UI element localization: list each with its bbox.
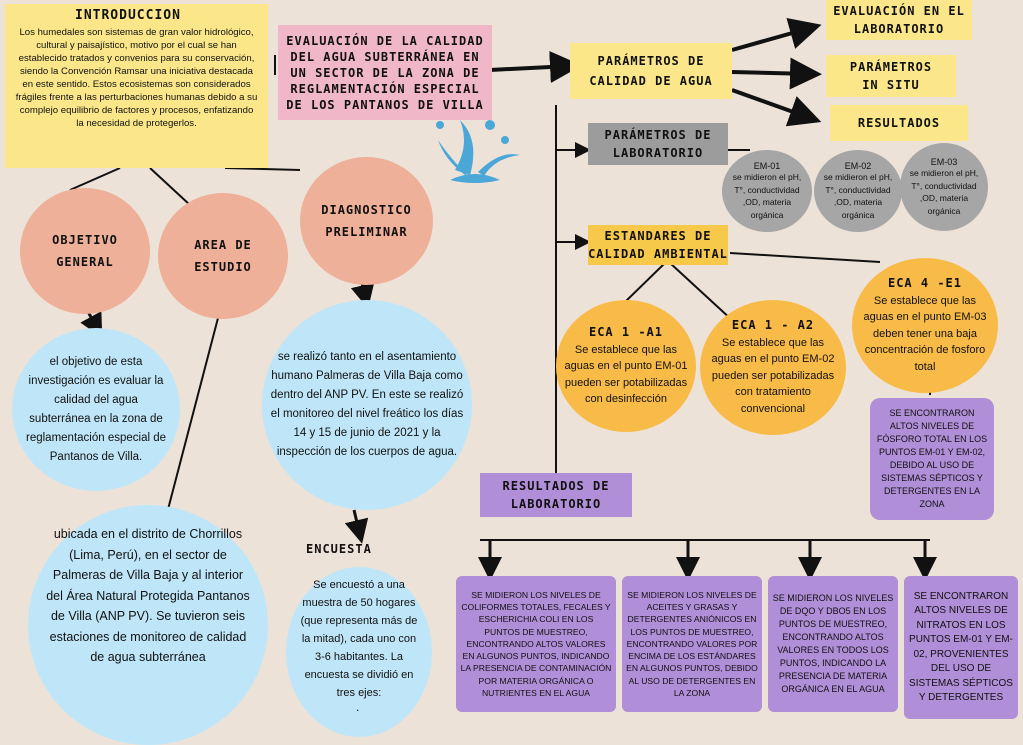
em-03-title: EM-03 — [930, 157, 958, 167]
parametros-in-situ: PARÁMETROS IN SITU — [826, 55, 956, 97]
area-text: ubicada en el distrito de Chorrillos (Li… — [46, 527, 250, 665]
main-title: EVALUACIÓN DE LA CALIDAD DEL AGUA SUBTER… — [278, 25, 492, 120]
encuesta-circle: Se encuestó a una muestra de 50 hogares … — [286, 567, 432, 737]
result-nitratos-text: SE ENCONTRARON ALTOS NIVELES DE NITRATOS… — [909, 590, 1013, 704]
em-01-title: EM-01 — [753, 161, 781, 171]
result-nitratos: SE ENCONTRARON ALTOS NIVELES DE NITRATOS… — [904, 576, 1018, 719]
result-coliformes: SE MIDIERON LOS NIVELES DE COLIFORMES TO… — [456, 576, 616, 712]
result-aceites-text: SE MIDIERON LOS NIVELES DE ACEITES Y GRA… — [626, 590, 758, 698]
water-splash-icon — [436, 120, 520, 183]
evaluacion-laboratorio: EVALUACIÓN EN EL LABORATORIO — [826, 0, 972, 40]
em-02-title: EM-02 — [844, 161, 872, 171]
encuesta-text: Se encuestó a una muestra de 50 hogares … — [300, 579, 418, 699]
eca-1-a1-title: ECA 1 -A1 — [588, 324, 664, 339]
parametros-laboratorio: PARÁMETROS DE LABORATORIO — [588, 123, 728, 165]
result-dqo-text: SE MIDIERON LOS NIVELES DE DQO Y DBO5 EN… — [772, 593, 894, 694]
fosforo-text: SE ENCONTRARON ALTOS NIVELES DE FÓSFORO … — [876, 408, 988, 509]
diagnostico-text: se realizó tanto en el asentamiento huma… — [270, 351, 464, 458]
estandares-calidad: ESTANDARES DE CALIDAD AMBIENTAL — [588, 225, 728, 265]
result-aceites: SE MIDIERON LOS NIVELES DE ACEITES Y GRA… — [622, 576, 762, 712]
fosforo-box: SE ENCONTRARON ALTOS NIVELES DE FÓSFORO … — [870, 398, 994, 520]
eca-4-e1-text: Se establece que las aguas en el punto E… — [863, 294, 987, 373]
resultados-laboratorio: RESULTADOS DE LABORATORIO — [480, 473, 632, 517]
resultados-box: RESULTADOS — [830, 105, 968, 141]
intro-title: INTRODUCCION — [75, 8, 181, 23]
em-02-circle: EM-02 se midieron el pH, T°, conductivid… — [814, 150, 902, 232]
eca-4-e1-title: ECA 4 -E1 — [887, 275, 963, 290]
eca-4-e1-circle: ECA 4 -E1 Se establece que las aguas en … — [852, 258, 998, 393]
area-text-circle: ubicada en el distrito de Chorrillos (Li… — [28, 505, 268, 745]
area-estudio-node: AREA DE ESTUDIO — [158, 193, 288, 319]
objetivo-general-node: OBJETIVO GENERAL — [20, 188, 150, 314]
eca-1-a1-circle: ECA 1 -A1 Se establece que las aguas en … — [556, 300, 696, 432]
diagnostico-text-circle: se realizó tanto en el asentamiento huma… — [262, 300, 472, 510]
eca-1-a2-text: Se establece que las aguas en el punto E… — [711, 336, 835, 415]
parametros-calidad: PARÁMETROS DE CALIDAD DE AGUA — [570, 43, 732, 99]
em-01-text: se midieron el pH, T°, conductividad ,OD… — [732, 172, 802, 220]
encuesta-dot: . — [356, 700, 360, 714]
eca-1-a2-title: ECA 1 - A2 — [731, 317, 815, 332]
objetivo-text: el objetivo de esta investigación es eva… — [26, 355, 167, 463]
em-03-text: se midieron el pH, T°, conductividad ,OD… — [909, 168, 979, 216]
result-coliformes-text: SE MIDIERON LOS NIVELES DE COLIFORMES TO… — [460, 590, 612, 698]
em-03-circle: EM-03 se midieron el pH, T°, conductivid… — [900, 143, 988, 231]
eca-1-a2-circle: ECA 1 - A2 Se establece que las aguas en… — [700, 300, 846, 435]
result-dqo: SE MIDIERON LOS NIVELES DE DQO Y DBO5 EN… — [768, 576, 898, 712]
diagnostico-node: DIAGNOSTICO PRELIMINAR — [300, 157, 433, 285]
em-02-text: se midieron el pH, T°, conductividad ,OD… — [823, 172, 893, 220]
em-01-circle: EM-01 se midieron el pH, T°, conductivid… — [722, 150, 812, 232]
encuesta-label: ENCUESTA — [306, 542, 372, 556]
intro-text: Los humedales son sistemas de gran valor… — [15, 27, 258, 129]
objetivo-text-circle: el objetivo de esta investigación es eva… — [12, 328, 180, 491]
eca-1-a1-text: Se establece que las aguas en el punto E… — [564, 343, 688, 406]
intro-box: INTRODUCCION Los humedales son sistemas … — [5, 4, 268, 168]
